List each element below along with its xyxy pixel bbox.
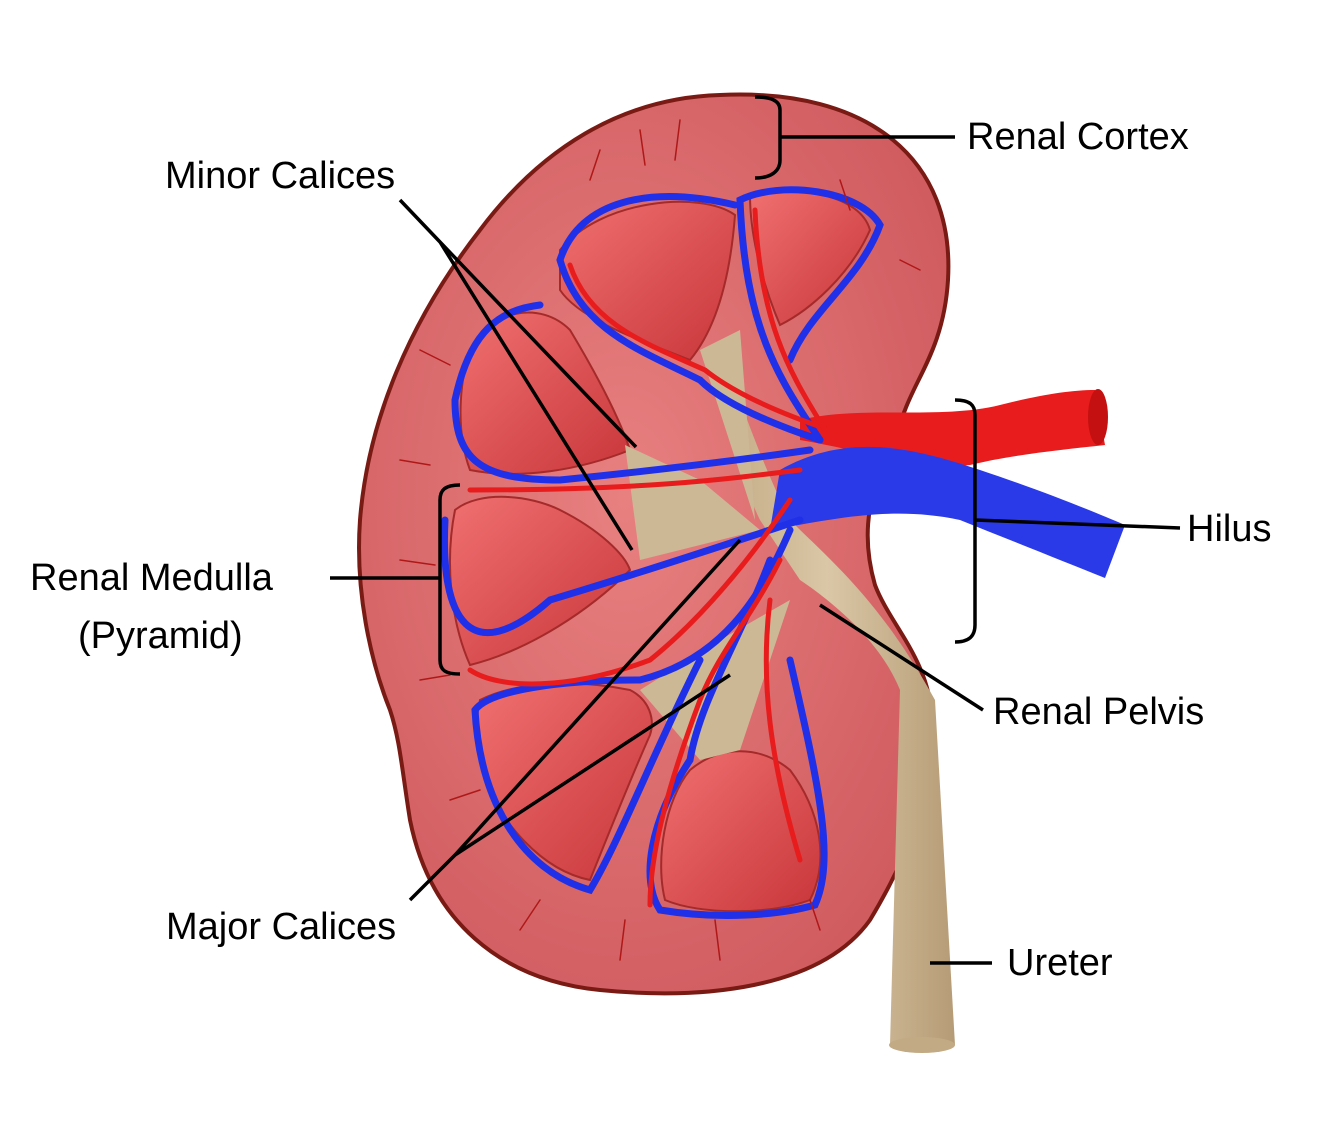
leader-lines (330, 95, 1181, 965)
minor-calices-leader (398, 198, 638, 551)
hilus-bracket (954, 398, 1181, 644)
label-renal-pelvis: Renal Pelvis (993, 691, 1205, 733)
label-minor-calices: Minor Calices (165, 155, 396, 197)
label-renal-medulla-pyramid: (Pyramid) (78, 615, 243, 657)
label-ureter: Ureter (1007, 942, 1113, 984)
renal-artery (800, 389, 1108, 466)
label-major-calices: Major Calices (166, 906, 397, 948)
renal-pelvis-leader (819, 603, 984, 712)
label-hilus: Hilus (1187, 508, 1272, 550)
vessel-network (399, 119, 921, 961)
label-renal-cortex: Renal Cortex (967, 116, 1189, 158)
renal-medulla-bracket (330, 483, 461, 676)
renal-cortex-bracket (754, 95, 955, 180)
renal-pelvis-shape (625, 330, 955, 1053)
renal-vein (770, 446, 1125, 578)
major-calices-leader (408, 538, 742, 902)
label-renal-medulla: Renal Medulla (30, 557, 273, 599)
